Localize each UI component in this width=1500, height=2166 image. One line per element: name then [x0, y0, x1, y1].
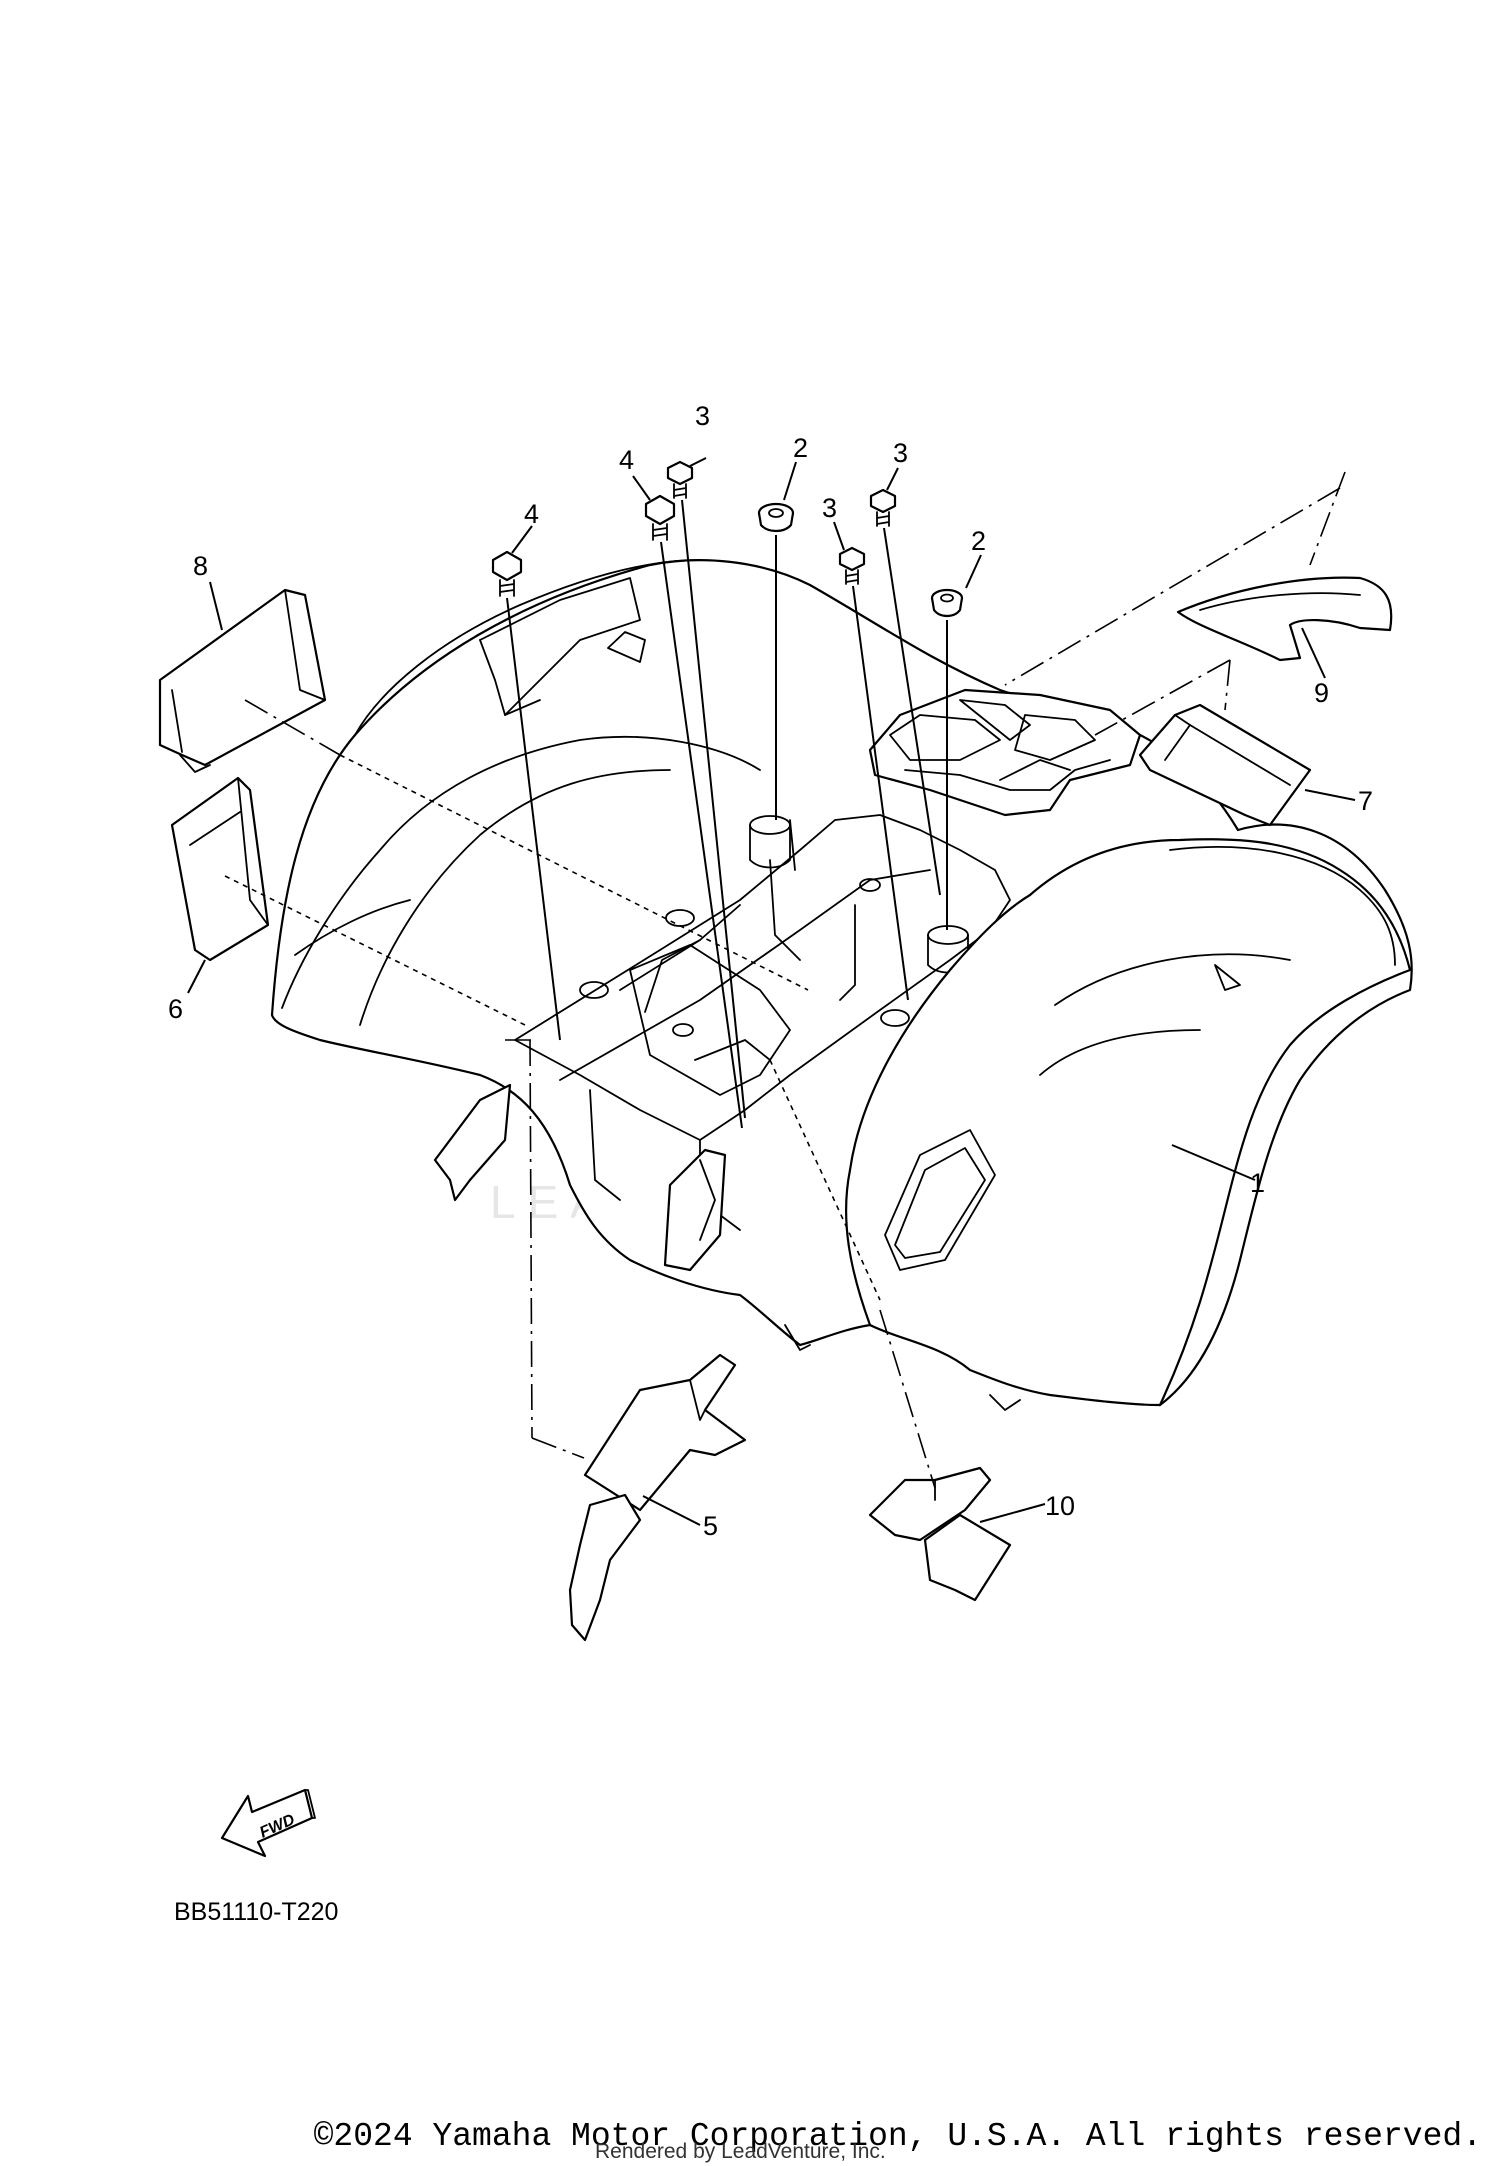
callout-5: 5 [703, 1511, 718, 1541]
panel-part-9[interactable] [1176, 576, 1393, 662]
callout-2a: 2 [793, 433, 808, 463]
rear-fender-part-1[interactable] [270, 559, 1413, 1411]
bolt-part-3a[interactable] [666, 460, 694, 499]
mudflap-part-5[interactable] [568, 1353, 747, 1642]
callout-10: 10 [1045, 1491, 1075, 1521]
callout-1: 1 [1250, 1168, 1265, 1198]
bolt-part-3c[interactable] [838, 546, 866, 585]
grommet-part-2b[interactable] [930, 588, 964, 618]
panel-part-6[interactable] [170, 776, 270, 962]
callout-3a: 3 [695, 401, 710, 431]
bolt-part-4b[interactable] [644, 494, 676, 541]
bolt-part-4a[interactable] [491, 550, 523, 597]
callout-7: 7 [1358, 786, 1373, 816]
fwd-arrow-icon: FWD [220, 1788, 316, 1858]
grommet-part-2a[interactable] [757, 502, 795, 533]
callout-3c: 3 [822, 493, 837, 523]
panel-part-7[interactable] [1138, 703, 1312, 827]
mudflap-part-10[interactable] [868, 1466, 1012, 1602]
bolt-part-3b[interactable] [869, 488, 897, 527]
callout-4b: 4 [619, 445, 634, 475]
drawing-code: BB51110-T220 [174, 1898, 339, 1926]
callout-3b: 3 [893, 438, 908, 468]
callout-6: 6 [168, 994, 183, 1024]
rendered-by-notice: Rendered by LeadVenture, Inc. [595, 2140, 886, 2163]
callout-8: 8 [193, 551, 208, 581]
copyright-notice: ©2024 Yamaha Motor Corporation, U.S.A. A… [313, 2118, 1482, 2155]
callout-9: 9 [1314, 678, 1329, 708]
callout-4a: 4 [524, 499, 539, 529]
panel-part-8[interactable] [158, 588, 327, 773]
callout-2b: 2 [971, 526, 986, 556]
